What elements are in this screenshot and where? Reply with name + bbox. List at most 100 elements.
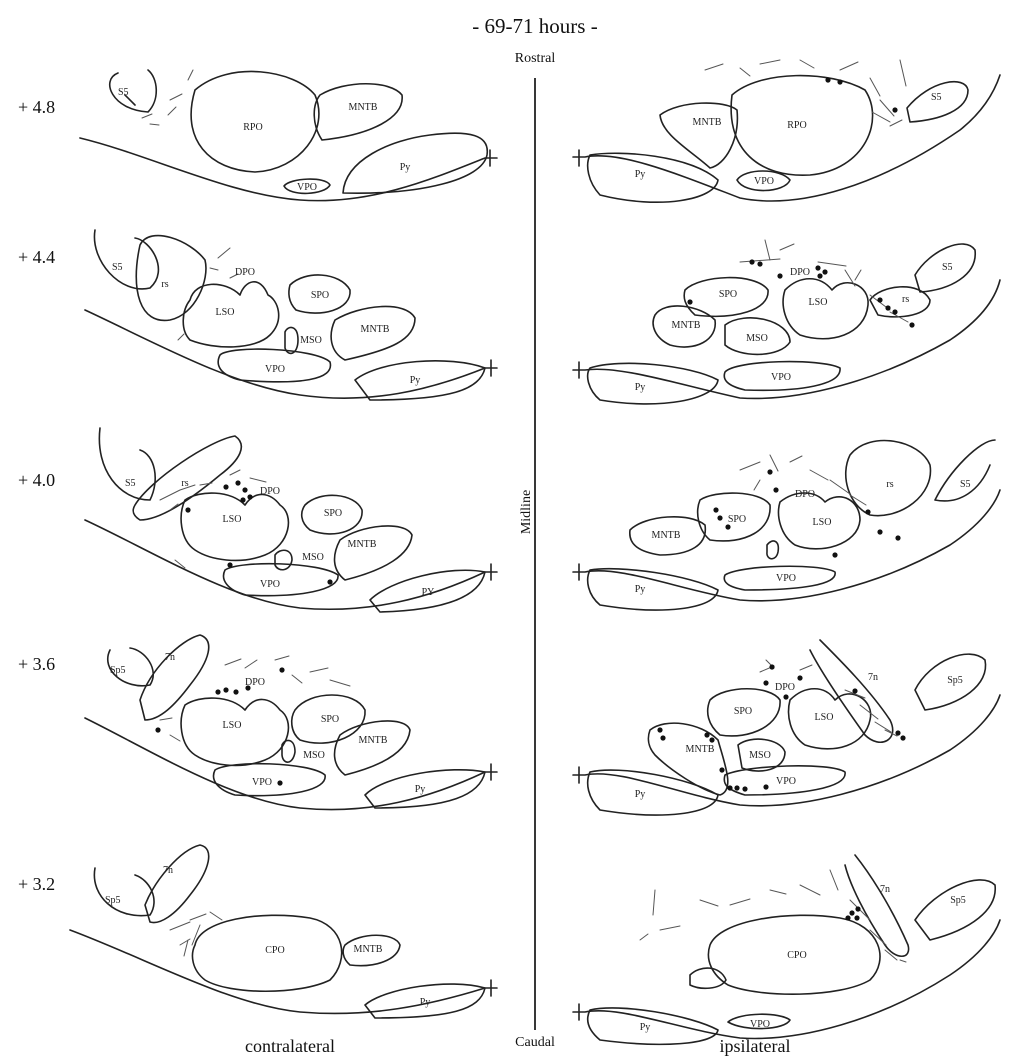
py-outline [588,1008,718,1044]
label-vpo: VPO [776,776,796,787]
label-sp5: Sp5 [105,895,121,906]
label-dpo: DPO [260,486,280,497]
label-py: Py [635,584,646,595]
label-lso: LSO [815,712,834,723]
level-label-4-4: + 4.4 [18,247,55,267]
label-cpo: CPO [787,950,806,961]
7n-outline [810,640,893,742]
label-7n: 7n [868,672,878,683]
figure-title: - 69-71 hours - [472,14,597,38]
label-s5: S5 [960,479,971,490]
lso-outline [783,279,868,339]
label-rs: rs [161,279,168,290]
py-outline [588,770,718,815]
s5-outline [110,70,157,112]
section-3-2-ipsilateral: 7n Sp5 CPO Py VPO [573,855,1000,1044]
7n-outline [145,845,209,923]
label-rs: rs [902,294,909,305]
caudal-label: Caudal [515,1035,555,1050]
label-s5: S5 [125,478,136,489]
label-vpo: VPO [771,372,791,383]
label-vpo: VPO [776,573,796,584]
lso-outline [181,493,288,560]
level-label-4-8: + 4.8 [18,97,55,117]
label-mntb: MNTB [359,735,388,746]
label-7n: 7n [880,884,890,895]
py-outline [588,569,718,610]
label-mntb: MNTB [652,530,681,541]
label-vpo: VPO [265,364,285,375]
ventral-surface [70,930,497,1013]
label-s5: S5 [118,87,129,98]
label-vpo: VPO [252,777,272,788]
label-spo: SPO [321,714,339,725]
label-dpo: DPO [790,267,810,278]
inner-outline [690,968,726,988]
label-lso: LSO [813,517,832,528]
label-spo: SPO [311,290,329,301]
label-mntb: MNTB [361,324,390,335]
label-mso: MSO [300,335,322,346]
label-rs: rs [886,479,893,490]
section-3-6-ipsilateral: DPO 7n Sp5 SPO LSO MNTB MSO VPO Py [573,640,1000,815]
label-rpo: RPO [243,122,262,133]
label-py: PY [422,587,435,598]
section-4-0-ipsilateral: rs S5 DPO SPO LSO MNTB VPO Py [573,440,1000,610]
label-mso: MSO [303,750,325,761]
label-py: Py [410,375,421,386]
rs-outline [136,236,206,321]
label-spo: SPO [324,508,342,519]
section-4-4-ipsilateral: S5 rs DPO SPO LSO MNTB MSO VPO Py [573,240,1000,404]
label-mntb: MNTB [693,117,722,128]
lso-outline [181,698,288,765]
label-py: Py [640,1022,651,1033]
section-4-4-contralateral: S5 rs DPO LSO SPO MNTB MSO VPO Py [85,230,497,400]
label-mso: MSO [749,750,771,761]
label-vpo: VPO [754,176,774,187]
label-py: Py [415,784,426,795]
rostral-label: Rostral [515,51,556,66]
ventral-surface [85,718,497,810]
label-lso: LSO [809,297,828,308]
label-rpo: RPO [787,120,806,131]
section-4-0-contralateral: S5 rs DPO LSO SPO MNTB MSO VPO PY [85,428,497,612]
label-sp5: Sp5 [947,675,963,686]
level-label-3-2: + 3.2 [18,874,55,894]
label-spo: SPO [728,514,746,525]
label-vpo: VPO [260,579,280,590]
label-spo: SPO [719,289,737,300]
label-vpo: VPO [297,182,317,193]
section-3-2-contralateral: Sp5 7n CPO MNTB Py [70,845,497,1018]
label-mso: MSO [746,333,768,344]
s5-outline [935,440,995,501]
contralateral-label: contralateral [245,1036,335,1056]
label-mntb: MNTB [349,102,378,113]
sp5-outline [94,868,154,916]
mso-outline [285,327,298,353]
midline-label: Midline [519,490,534,534]
label-lso: LSO [216,307,235,318]
mso-outline [275,550,292,569]
7n-outline [140,635,209,720]
section-4-8-ipsilateral: S5 RPO MNTB Py VPO [573,60,1000,202]
label-rs: rs [181,478,188,489]
label-py: Py [635,789,646,800]
label-sp5: Sp5 [950,895,966,906]
label-lso: LSO [223,514,242,525]
section-4-8-contralateral: S5 RPO MNTB Py VPO [80,70,497,201]
label-s5: S5 [931,92,942,103]
label-mso: MSO [302,552,324,563]
mntb-outline [335,721,410,775]
sp5-outline [915,880,995,940]
s5-outline [94,230,158,289]
label-lso: LSO [223,720,242,731]
label-cpo: CPO [265,945,284,956]
label-py: Py [400,162,411,173]
label-vpo: VPO [750,1019,770,1030]
label-s5: S5 [112,262,123,273]
ventral-surface [80,138,497,201]
mntb-outline [335,526,412,580]
mso-outline [767,541,778,559]
label-py: Py [635,382,646,393]
